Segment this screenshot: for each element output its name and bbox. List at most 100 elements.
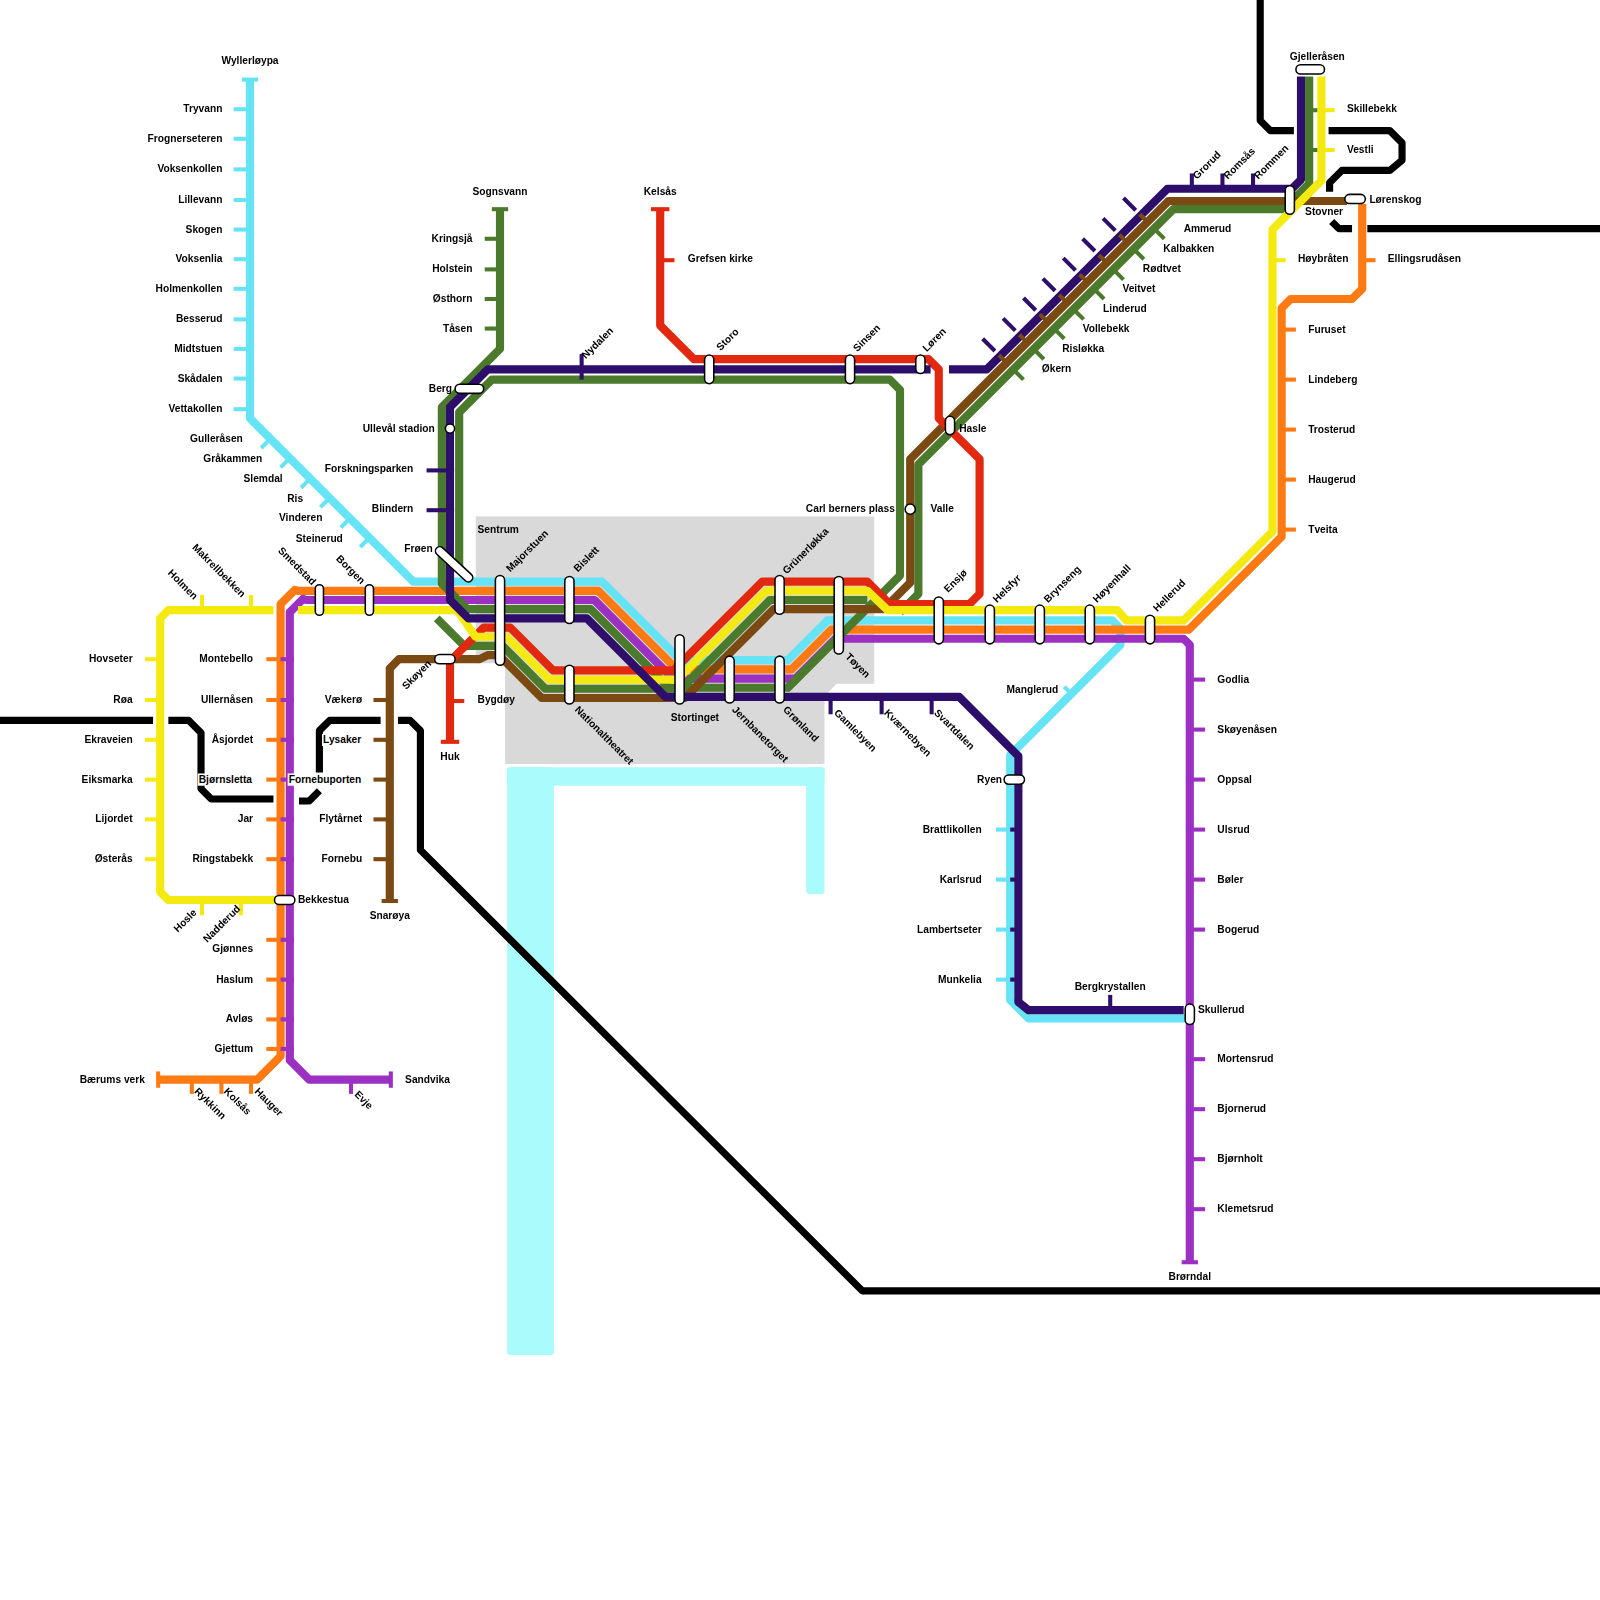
station-tick	[580, 354, 584, 380]
station-tick	[1103, 218, 1115, 230]
station-tick	[200, 900, 204, 915]
station-label-holder: Wyllerløypa	[221, 55, 278, 67]
station-label-holder: Vestli	[1347, 144, 1374, 156]
station-tick	[373, 698, 389, 702]
station-name: Vinderen	[279, 512, 322, 524]
station-label-holder: Lysaker	[322, 734, 362, 746]
interchange-marker	[845, 355, 854, 384]
station-name: Bærums verk	[80, 1073, 145, 1085]
station-label-holder: Tveita	[1308, 523, 1337, 535]
station-name: Løren	[920, 326, 949, 355]
station-name: Fornebuporten	[288, 773, 363, 785]
station-label-holder: Ullevål stadion	[363, 422, 435, 434]
metro-line	[900, 77, 1309, 613]
station-label-holder: Hellerud	[1151, 577, 1189, 615]
station-name: Vækerø	[325, 694, 362, 706]
station-name: Montebello	[199, 653, 253, 665]
station-label-holder: Slemdal	[244, 472, 283, 484]
station-tick	[1321, 148, 1334, 152]
interchange-marker	[905, 504, 915, 514]
station-label-holder: Fornebuporten	[288, 773, 363, 785]
station-label-holder: Gjelleråsen	[1290, 51, 1345, 63]
station-tick	[1010, 878, 1021, 882]
station-tick	[1190, 1207, 1205, 1211]
station-label-holder: Østerås	[95, 853, 133, 865]
station-name: Skådalen	[178, 372, 223, 384]
station-tick	[281, 857, 294, 861]
station-label-holder: Montebello	[199, 653, 253, 665]
station-tick	[266, 857, 280, 861]
station-name: Lillevann	[178, 194, 222, 206]
station-label-holder: Godlia	[1217, 673, 1249, 685]
metro-line	[390, 201, 1347, 901]
station-tick	[1190, 828, 1205, 832]
station-name: Ekraveien	[84, 734, 132, 746]
station-label-holder: Løren	[920, 326, 949, 355]
interchange-marker	[435, 655, 455, 664]
station-label-holder: Hosle	[171, 907, 199, 935]
station-tick	[996, 828, 1010, 832]
station-label-holder: Rommen	[1252, 142, 1292, 182]
station-label-holder: Skillebekk	[1347, 103, 1397, 115]
railway-line	[168, 720, 273, 799]
station-tick	[234, 347, 247, 351]
station-label-holder: Ensjø	[942, 567, 970, 595]
station-name: Hellerud	[1151, 577, 1189, 615]
interchange-marker	[834, 577, 843, 655]
station-label-holder: Ryen	[977, 773, 1002, 785]
station-name: Gamlebyen	[831, 707, 879, 755]
station-tick	[234, 137, 247, 141]
station-tick	[266, 817, 280, 821]
station-name: Frøen	[404, 543, 432, 555]
station-label-holder: Haslum	[216, 973, 253, 985]
station-tick	[266, 657, 280, 661]
station-tick	[829, 697, 833, 714]
station-name: Eiksmarka	[82, 773, 133, 785]
station-tick	[1190, 728, 1205, 732]
railway-line	[299, 791, 319, 801]
station-name: Hosle	[171, 907, 199, 935]
station-tick	[281, 657, 294, 661]
station-label-holder: Furuset	[1308, 323, 1345, 335]
station-tick	[301, 479, 310, 488]
station-name: Lysaker	[322, 734, 362, 746]
station-name: Slemdal	[244, 472, 283, 484]
station-tick	[281, 978, 294, 982]
station-name: Lindeberg	[1308, 373, 1357, 385]
station-label-holder: Vollebekk	[1083, 322, 1130, 334]
station-tick	[249, 1080, 253, 1094]
station-name: Brattlikollen	[923, 823, 982, 835]
station-name: Voksenlia	[176, 253, 223, 265]
station-label-holder: Ris	[287, 493, 303, 505]
station-name: Hauger	[252, 1085, 286, 1119]
station-tick	[1309, 108, 1317, 112]
railway-line	[1367, 225, 1600, 232]
station-tick	[234, 257, 247, 261]
station-tick	[999, 355, 1007, 363]
station-tick	[485, 267, 500, 271]
interchange-marker	[775, 656, 784, 703]
station-label-holder: Avløs	[226, 1013, 253, 1025]
station-label-holder: Berg	[429, 383, 452, 395]
station-tick	[200, 595, 204, 610]
station-name: Flytårnet	[319, 813, 362, 825]
station-name: Kringsjå	[432, 233, 473, 245]
station-label-holder: Haugerud	[1308, 473, 1356, 485]
station-label-holder: Holmenkollen	[156, 283, 223, 295]
station-name: Helsfyr	[991, 572, 1024, 605]
station-label-holder: Borgen	[333, 553, 367, 587]
station-name: Ellingsrudåsen	[1388, 253, 1461, 265]
station-label-holder: Grefsen kirke	[688, 253, 753, 265]
station-name: Haslum	[216, 973, 253, 985]
station-name: Høyenhall	[1091, 562, 1134, 605]
station-tick	[266, 778, 280, 782]
interchange-marker	[725, 656, 734, 703]
station-label-holder: Voksenlia	[176, 253, 223, 265]
station-name: Ammerud	[1184, 222, 1232, 234]
station-name: Grefsen kirke	[688, 253, 753, 265]
station-name: Kelsås	[644, 186, 677, 198]
interchange-marker	[934, 597, 943, 644]
station-tick	[373, 857, 389, 861]
station-label-holder: Økern	[1042, 363, 1071, 375]
station-name: Bøler	[1217, 873, 1243, 885]
